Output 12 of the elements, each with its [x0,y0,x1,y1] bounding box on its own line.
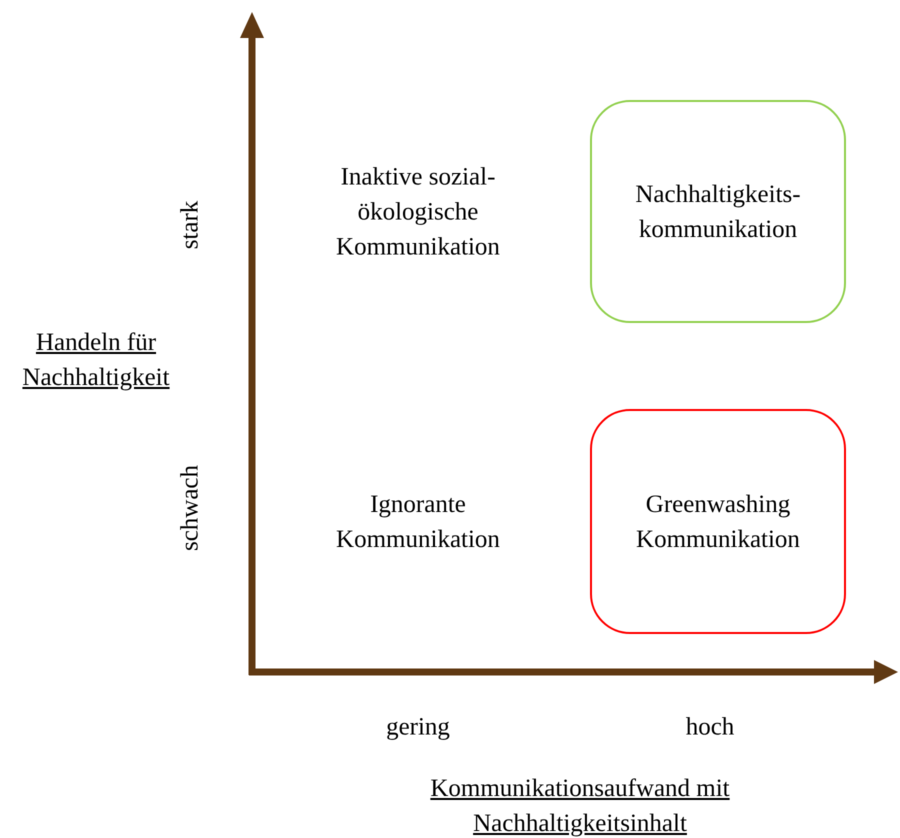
quadrant-label: Greenwashing Kommunikation [635,490,801,554]
axis-tick-label: stark [176,200,204,250]
axis-title: Kommunikationsaufwand mit Nachhaltigkeitsinhalt [429,774,731,838]
axis-tick-label: schwach [176,464,204,552]
axis-tick-label: gering [386,712,450,742]
axis-tick-label: hoch [686,712,734,742]
quadrant-box [590,409,846,634]
quadrant-label: Inaktive sozial- ökologische Kommunikation [335,162,501,262]
axis-title: Handeln für Nachhaltigkeit [21,328,171,393]
quadrant-label: Nachhaltigkeits- kommunikation [634,180,802,244]
quadrant-label: Ignorante Kommunikation [335,490,501,555]
quadrant-box [590,100,846,323]
